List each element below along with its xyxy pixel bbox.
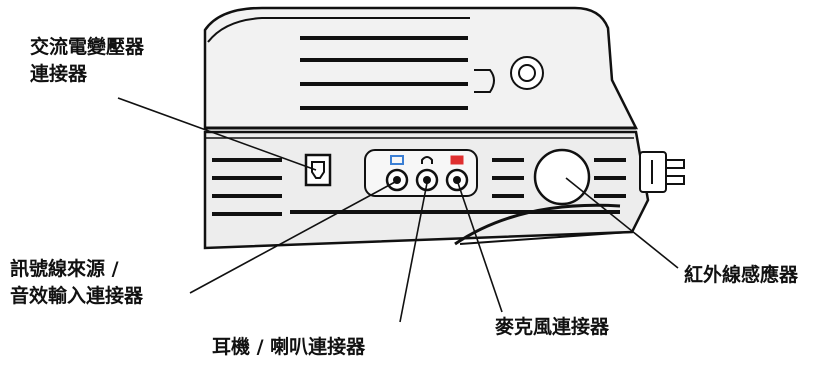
leader-headphone bbox=[399, 182, 428, 323]
microphone-label: 麥克風連接器 bbox=[495, 316, 610, 338]
leader-infrared bbox=[565, 177, 679, 269]
ac-adapter-label-line2: 連接器 bbox=[30, 63, 88, 85]
ac-adapter-label-line1: 交流電變壓器 bbox=[30, 36, 145, 58]
lid-button bbox=[510, 56, 544, 90]
headphone-icon bbox=[421, 156, 433, 164]
lid-latch bbox=[474, 69, 495, 93]
side-plug bbox=[639, 151, 685, 193]
ac-socket bbox=[304, 153, 332, 187]
line-in-icon bbox=[390, 155, 404, 165]
leader-signal bbox=[189, 181, 396, 294]
signal-input-label-line2: 音效輸入連接器 bbox=[10, 285, 144, 307]
infrared-sensor bbox=[533, 148, 591, 206]
leader-microphone bbox=[457, 182, 503, 313]
leader-ac-adapter bbox=[117, 97, 317, 171]
base-right-vents bbox=[492, 158, 626, 198]
signal-input-label: 訊號線來源 / 音效輸入連接器 bbox=[10, 256, 143, 310]
infrared-label: 紅外線感應器 bbox=[684, 264, 799, 286]
ac-adapter-label: 交流電變壓器 連接器 bbox=[30, 34, 144, 88]
microphone-icon bbox=[450, 155, 464, 165]
lid-vents bbox=[300, 36, 468, 110]
leader-lines bbox=[117, 97, 679, 323]
lid-curve bbox=[207, 17, 470, 43]
headphone-label: 耳機 / 喇叭連接器 bbox=[212, 336, 366, 358]
signal-input-label-line1: 訊號線來源 / bbox=[10, 258, 119, 280]
base-left-vents bbox=[212, 158, 620, 216]
base-recess bbox=[454, 203, 621, 246]
